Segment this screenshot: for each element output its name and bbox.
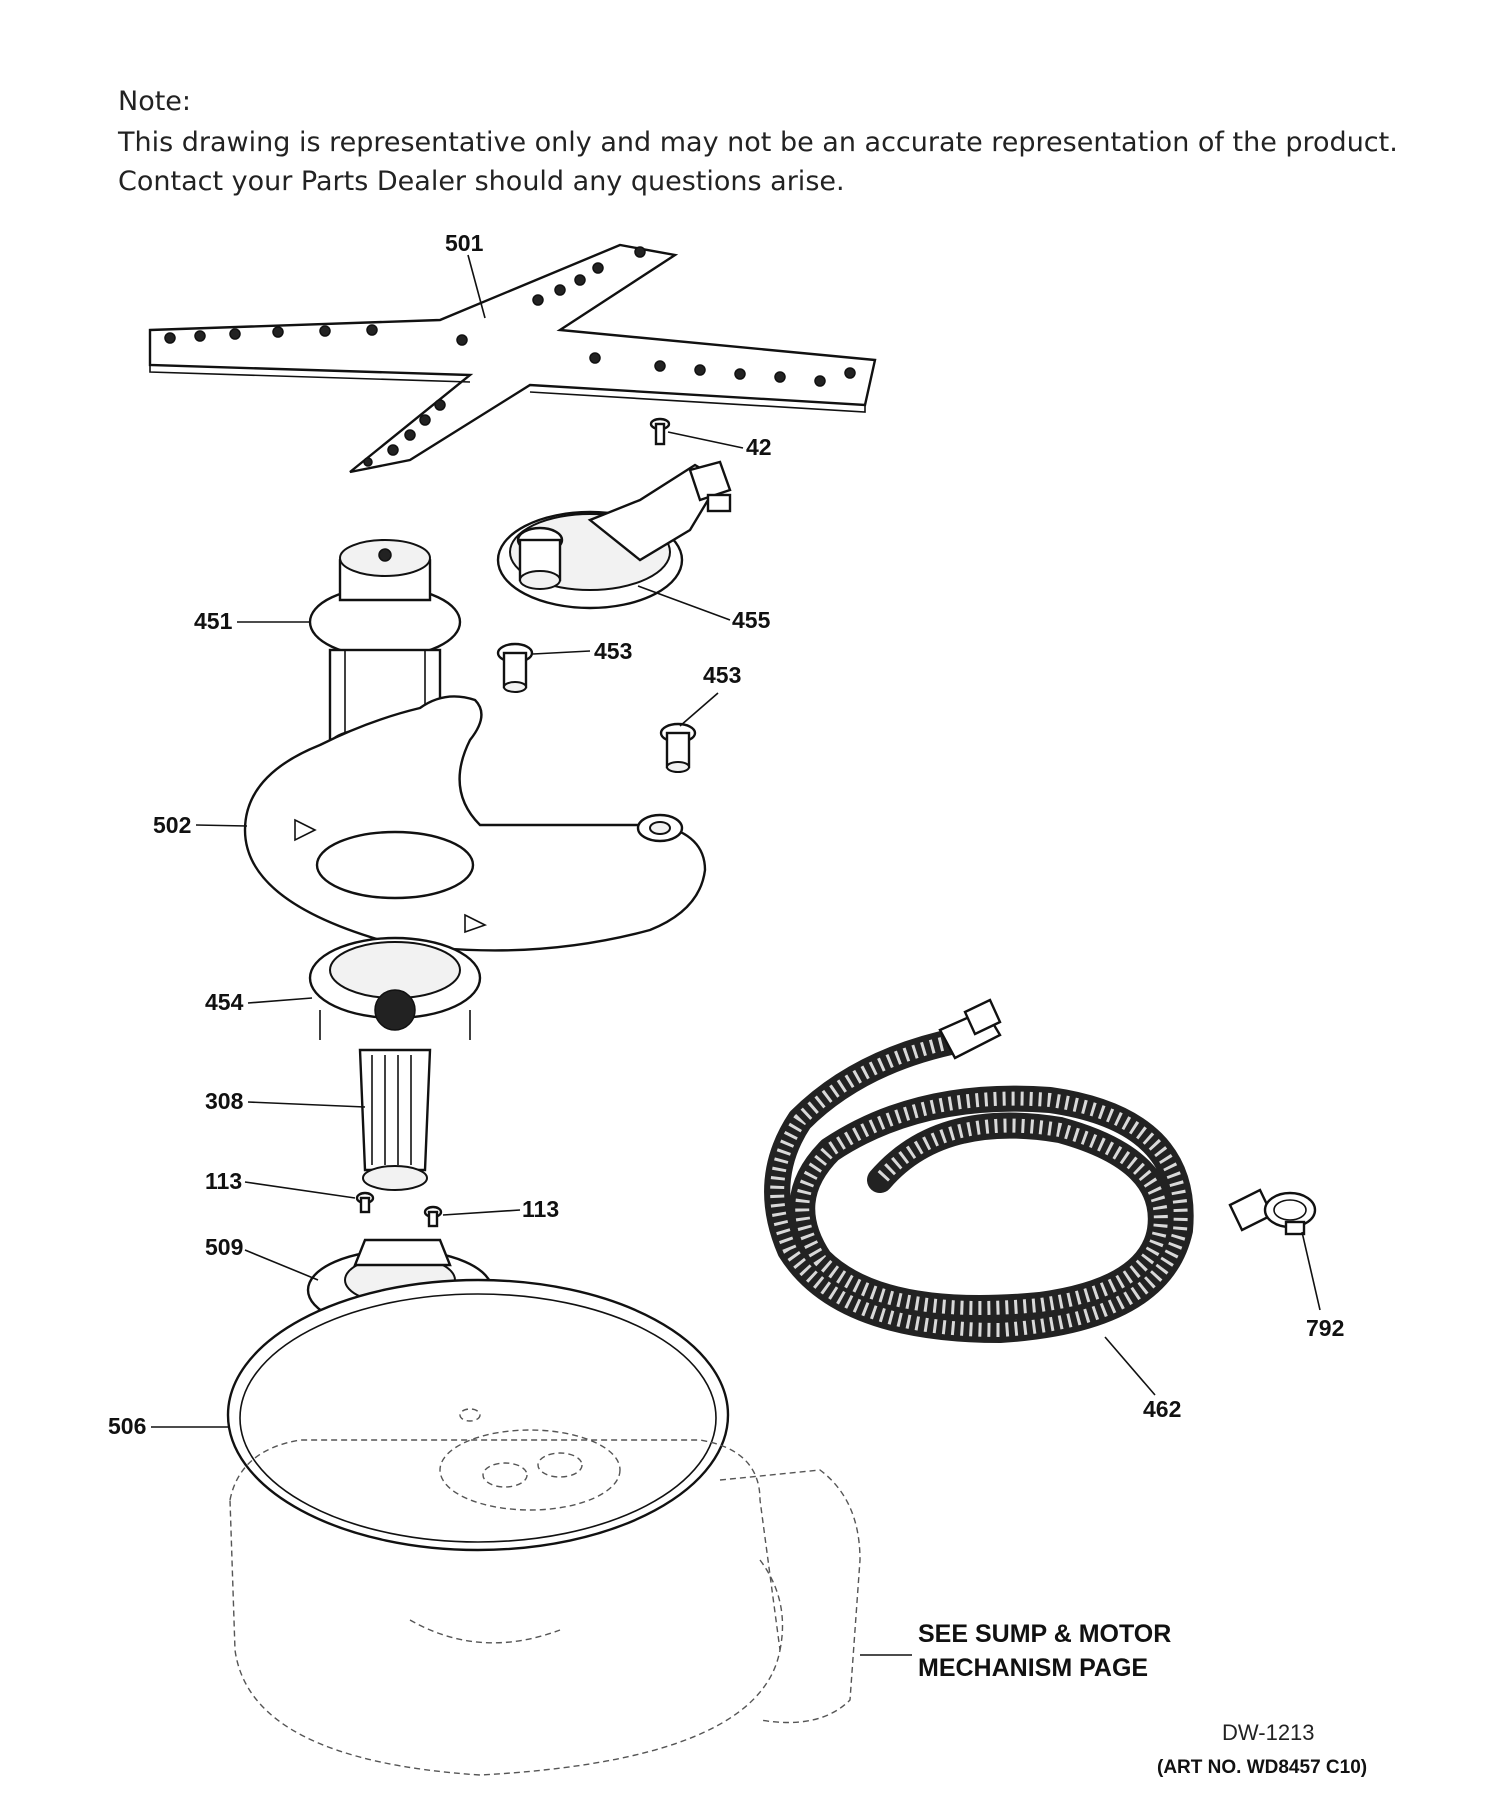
callout-509: 509 — [205, 1234, 244, 1260]
callout-462: 462 — [1143, 1396, 1182, 1422]
callout-792: 792 — [1306, 1315, 1345, 1341]
plug-453-upper — [496, 642, 534, 693]
callout-502: 502 — [153, 812, 192, 838]
callout-113-left: 113 — [205, 1168, 243, 1194]
screw-113-right — [423, 1205, 443, 1228]
leader-lines — [151, 254, 1321, 1656]
plug-453-lower — [659, 722, 697, 773]
screw-42 — [649, 417, 671, 446]
sump-motor-reference — [229, 1408, 861, 1776]
note-disclaimer-line-1: This drawing is representative only and … — [118, 127, 1398, 158]
see-reference-line-2: MECHANISM PAGE — [918, 1654, 1149, 1682]
callout-42: 42 — [746, 434, 772, 460]
callout-113-right: 113 — [522, 1196, 560, 1222]
drawing-code: DW-1213 — [1222, 1720, 1315, 1745]
cover-plate-502 — [243, 695, 707, 952]
callout-455: 455 — [732, 607, 771, 633]
art-number: (ART NO. WD8457 C10) — [1157, 1757, 1368, 1778]
manifold-455 — [496, 460, 732, 610]
spray-arm-501 — [148, 243, 877, 474]
callout-308: 308 — [205, 1088, 244, 1114]
screw-113-left — [355, 1191, 375, 1214]
drain-hose-462 — [764, 998, 1274, 1344]
hose-clamp-792 — [1263, 1191, 1317, 1236]
filter-cup-454 — [308, 936, 482, 1040]
note-title: Note: — [118, 86, 192, 117]
callout-453-upper: 453 — [594, 638, 633, 664]
callout-451: 451 — [194, 608, 233, 634]
gasket-506 — [226, 1278, 730, 1552]
callout-453-lower: 453 — [703, 662, 742, 688]
see-reference-line-1: SEE SUMP & MOTOR — [918, 1620, 1172, 1648]
strainer-308 — [358, 1048, 432, 1191]
callout-454: 454 — [205, 989, 244, 1015]
callout-501: 501 — [445, 230, 484, 256]
callout-506: 506 — [108, 1413, 147, 1439]
note-disclaimer-line-2: Contact your Parts Dealer should any que… — [118, 166, 845, 197]
